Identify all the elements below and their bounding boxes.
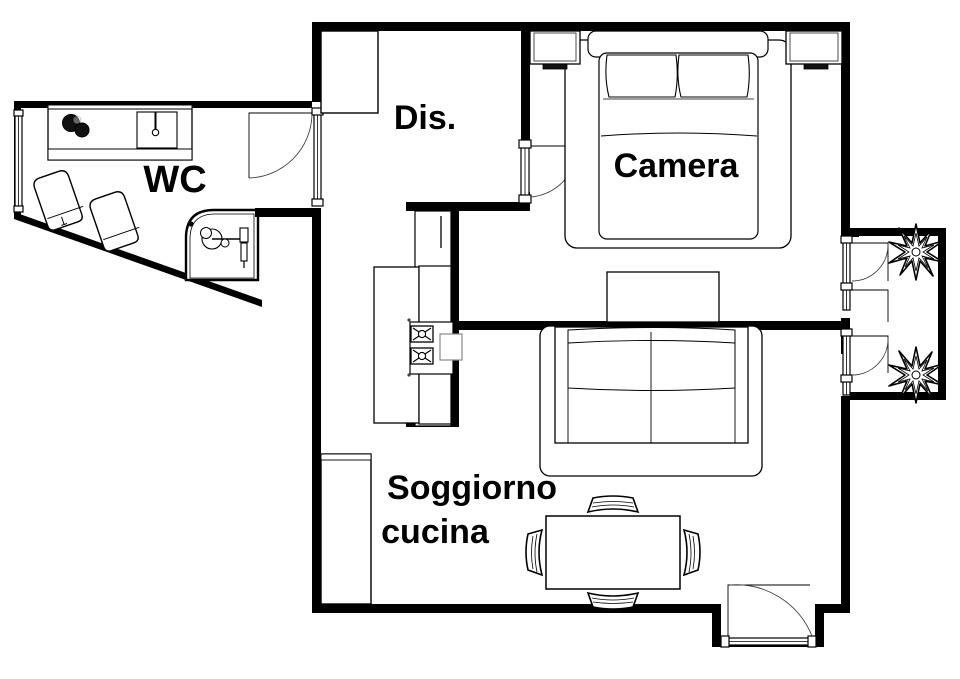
doors-group [248, 107, 817, 648]
nightstand-left [529, 30, 581, 70]
dis-furniture [320, 30, 379, 114]
dining-chair-bottom [586, 591, 640, 610]
dining-table [545, 515, 681, 590]
wc-angled-wall [14, 212, 262, 307]
dining-chair-top [586, 495, 640, 514]
balcony-wall-right [938, 228, 946, 400]
room-label-camera: Camera [614, 147, 740, 185]
bed-blanket-fold [600, 132, 758, 137]
exterior-wall-left-lower [312, 208, 321, 613]
tall-cabinet-top [320, 453, 372, 461]
entry-recess-left-wall [712, 604, 721, 646]
dining-chairs [525, 495, 701, 610]
oven-icon [439, 333, 463, 361]
room-label-soggiorno-line2: cucina [381, 513, 490, 551]
lamp-icon-left [542, 63, 568, 70]
exterior-wall-right-lower [841, 396, 850, 613]
kitchen-cabinet-upper [414, 210, 452, 276]
potted-plant-upper [888, 223, 944, 281]
bidet-icon [89, 191, 140, 252]
exterior-wall-left-upper [312, 22, 321, 102]
potted-plant-lower [888, 346, 944, 404]
balcony-group [840, 223, 946, 404]
room-label-soggiorno-line1: Soggiorno [387, 469, 557, 507]
wardrobe-closet [320, 30, 379, 114]
lamp-icon-right [803, 63, 829, 70]
exterior-wall-right-upper [841, 22, 850, 236]
partition-dis-camera-upper [521, 22, 530, 140]
entry-recess-right-wall [815, 604, 824, 647]
dining-chair-right [682, 528, 701, 577]
nightstand-right [785, 30, 843, 70]
burner-upper [410, 325, 434, 343]
partition-kitchen-vertical [450, 202, 459, 426]
vanity-counter [47, 104, 193, 161]
soggiorno-furniture [320, 210, 763, 610]
french-door-lower [840, 328, 889, 396]
door-to-wc [248, 107, 324, 207]
balcony-wall-top [850, 228, 946, 236]
bed-mattress [598, 52, 759, 240]
camera-furniture [529, 30, 843, 249]
corner-shower [184, 208, 260, 282]
kitchen-units [373, 210, 463, 427]
decor-objects [62, 114, 90, 138]
partition-wc-entry-stub [255, 208, 321, 217]
room-label-wc: WC [143, 159, 206, 201]
balcony-wall-bottom [850, 392, 946, 400]
exterior-wall-top [312, 22, 850, 31]
window-icon [13, 109, 24, 213]
burner-lower [410, 347, 434, 365]
sink-basin [136, 111, 178, 149]
pillow-right [677, 54, 750, 98]
room-label-dis: Dis. [394, 99, 456, 137]
entrance-door [720, 584, 817, 648]
partition-dis-bottom [406, 202, 530, 211]
toilet-icon [33, 170, 84, 231]
pillow-left [605, 54, 678, 98]
exterior-wall-bottom [312, 604, 720, 613]
cooktop [407, 318, 463, 377]
exterior-wall-bottom-right [815, 604, 850, 613]
sofa [554, 326, 749, 444]
sofa-seat [567, 327, 736, 391]
french-door-upper [840, 235, 889, 322]
tall-cabinet [320, 453, 372, 605]
wc-room-group [13, 101, 312, 307]
dining-chair-left [525, 528, 544, 577]
sideboard-tv [606, 271, 720, 323]
